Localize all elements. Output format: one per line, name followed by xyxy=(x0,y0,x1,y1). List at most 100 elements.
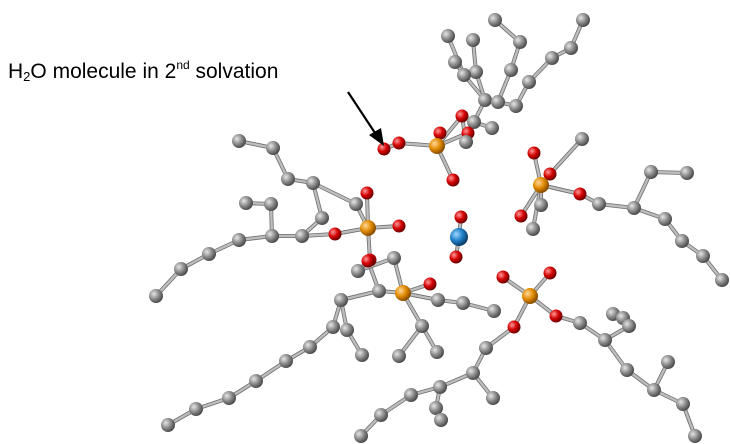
oxygen-atom xyxy=(543,266,557,280)
oxygen-atom xyxy=(549,309,563,323)
carbon-atom xyxy=(486,391,500,405)
carbon-atom xyxy=(658,212,672,226)
carbon-atom xyxy=(676,397,690,411)
oxygen-atom xyxy=(328,227,342,241)
oxygen-atom xyxy=(496,270,510,284)
carbon-atom xyxy=(404,388,418,402)
carbon-atom xyxy=(349,197,363,211)
carbon-atom xyxy=(430,345,444,359)
carbon-atom xyxy=(441,29,455,43)
carbon-atom xyxy=(688,429,702,443)
phosphorus-atom xyxy=(533,177,549,193)
carbon-atom xyxy=(429,401,443,415)
carbon-atom xyxy=(526,222,540,236)
carbon-atom xyxy=(265,229,279,243)
carbon-atom xyxy=(592,197,606,211)
carbon-atom xyxy=(306,176,320,190)
carbon-atom xyxy=(504,63,518,77)
oxygen-atom xyxy=(423,277,437,291)
carbon-atom xyxy=(488,13,502,27)
carbon-atom xyxy=(598,333,612,347)
carbon-atom xyxy=(647,383,661,397)
carbon-atom xyxy=(513,35,527,49)
annotation-arrow xyxy=(347,91,384,146)
annotation-label: H2O molecule in 2nd solvation xyxy=(8,58,278,84)
carbon-atom xyxy=(509,99,523,113)
carbon-atom xyxy=(295,229,309,243)
carbon-atom xyxy=(491,95,505,109)
carbon-atom xyxy=(661,355,675,369)
oxygen-atom xyxy=(446,173,460,187)
oxygen-atom xyxy=(454,210,468,224)
bond xyxy=(311,181,358,206)
carbon-atom xyxy=(354,429,368,443)
carbon-atom xyxy=(149,289,163,303)
atoms-layer xyxy=(149,13,729,443)
carbon-atom xyxy=(279,354,293,368)
carbon-atom xyxy=(415,319,429,333)
oxygen-atom xyxy=(449,250,463,264)
carbon-atom xyxy=(466,366,480,380)
carbon-atom xyxy=(222,391,236,405)
oxygen-atom xyxy=(507,320,521,334)
phosphorus-atom xyxy=(360,220,376,236)
carbon-atom xyxy=(239,196,253,210)
carbon-atom xyxy=(627,201,641,215)
oxygen-atom xyxy=(392,219,406,233)
carbon-atom xyxy=(232,233,246,247)
carbon-atom xyxy=(469,65,483,79)
carbon-atom xyxy=(334,293,348,307)
bond xyxy=(548,137,584,176)
carbon-atom xyxy=(478,93,492,107)
carbon-atom xyxy=(266,141,280,155)
carbon-atom xyxy=(326,320,340,334)
carbon-atom xyxy=(392,349,406,363)
carbon-atom xyxy=(522,75,536,89)
carbon-atom xyxy=(281,172,295,186)
carbon-atom xyxy=(573,316,587,330)
phosphorus-atom xyxy=(429,138,445,154)
carbon-atom xyxy=(431,293,445,307)
carbon-atom xyxy=(576,13,590,27)
carbon-atom xyxy=(340,323,354,337)
carbon-atom xyxy=(479,341,493,355)
carbon-atom xyxy=(675,234,689,248)
carbon-atom xyxy=(459,135,473,149)
oxygen-atom xyxy=(360,186,374,200)
carbon-atom xyxy=(485,121,499,135)
label-superscript: nd xyxy=(176,58,190,72)
carbon-atom xyxy=(448,55,462,69)
oxygen-atom xyxy=(361,254,375,268)
carbon-atom xyxy=(564,41,578,55)
phosphorus-atom xyxy=(395,285,411,301)
label-prefix: H xyxy=(8,60,24,83)
carbon-atom xyxy=(534,198,548,212)
carbon-atom xyxy=(232,134,246,148)
carbon-atom xyxy=(202,247,216,261)
carbon-atom xyxy=(466,33,480,47)
label-suffix: solvation xyxy=(189,60,279,83)
carbon-atom xyxy=(387,251,401,265)
oxygen-atom xyxy=(543,167,557,181)
carbon-atom xyxy=(715,273,729,287)
oxygen-atom xyxy=(527,146,541,160)
carbon-atom xyxy=(315,211,329,225)
carbon-atom xyxy=(467,115,481,129)
carbon-atom xyxy=(434,413,448,427)
oxygen-atom xyxy=(573,187,587,201)
carbon-atom xyxy=(545,51,559,65)
carbon-atom xyxy=(264,197,278,211)
carbon-atom xyxy=(620,363,634,377)
carbon-atom xyxy=(174,262,188,276)
label-middle: O molecule in 2 xyxy=(30,60,177,83)
carbon-atom xyxy=(680,166,694,180)
label-subscript: 2 xyxy=(23,69,31,84)
carbon-atom xyxy=(457,68,471,82)
carbon-atom xyxy=(351,264,365,278)
oxygen-atom xyxy=(433,126,447,140)
metal-atom xyxy=(450,228,468,246)
oxygen-atom xyxy=(392,136,406,150)
carbon-atom xyxy=(487,304,501,318)
